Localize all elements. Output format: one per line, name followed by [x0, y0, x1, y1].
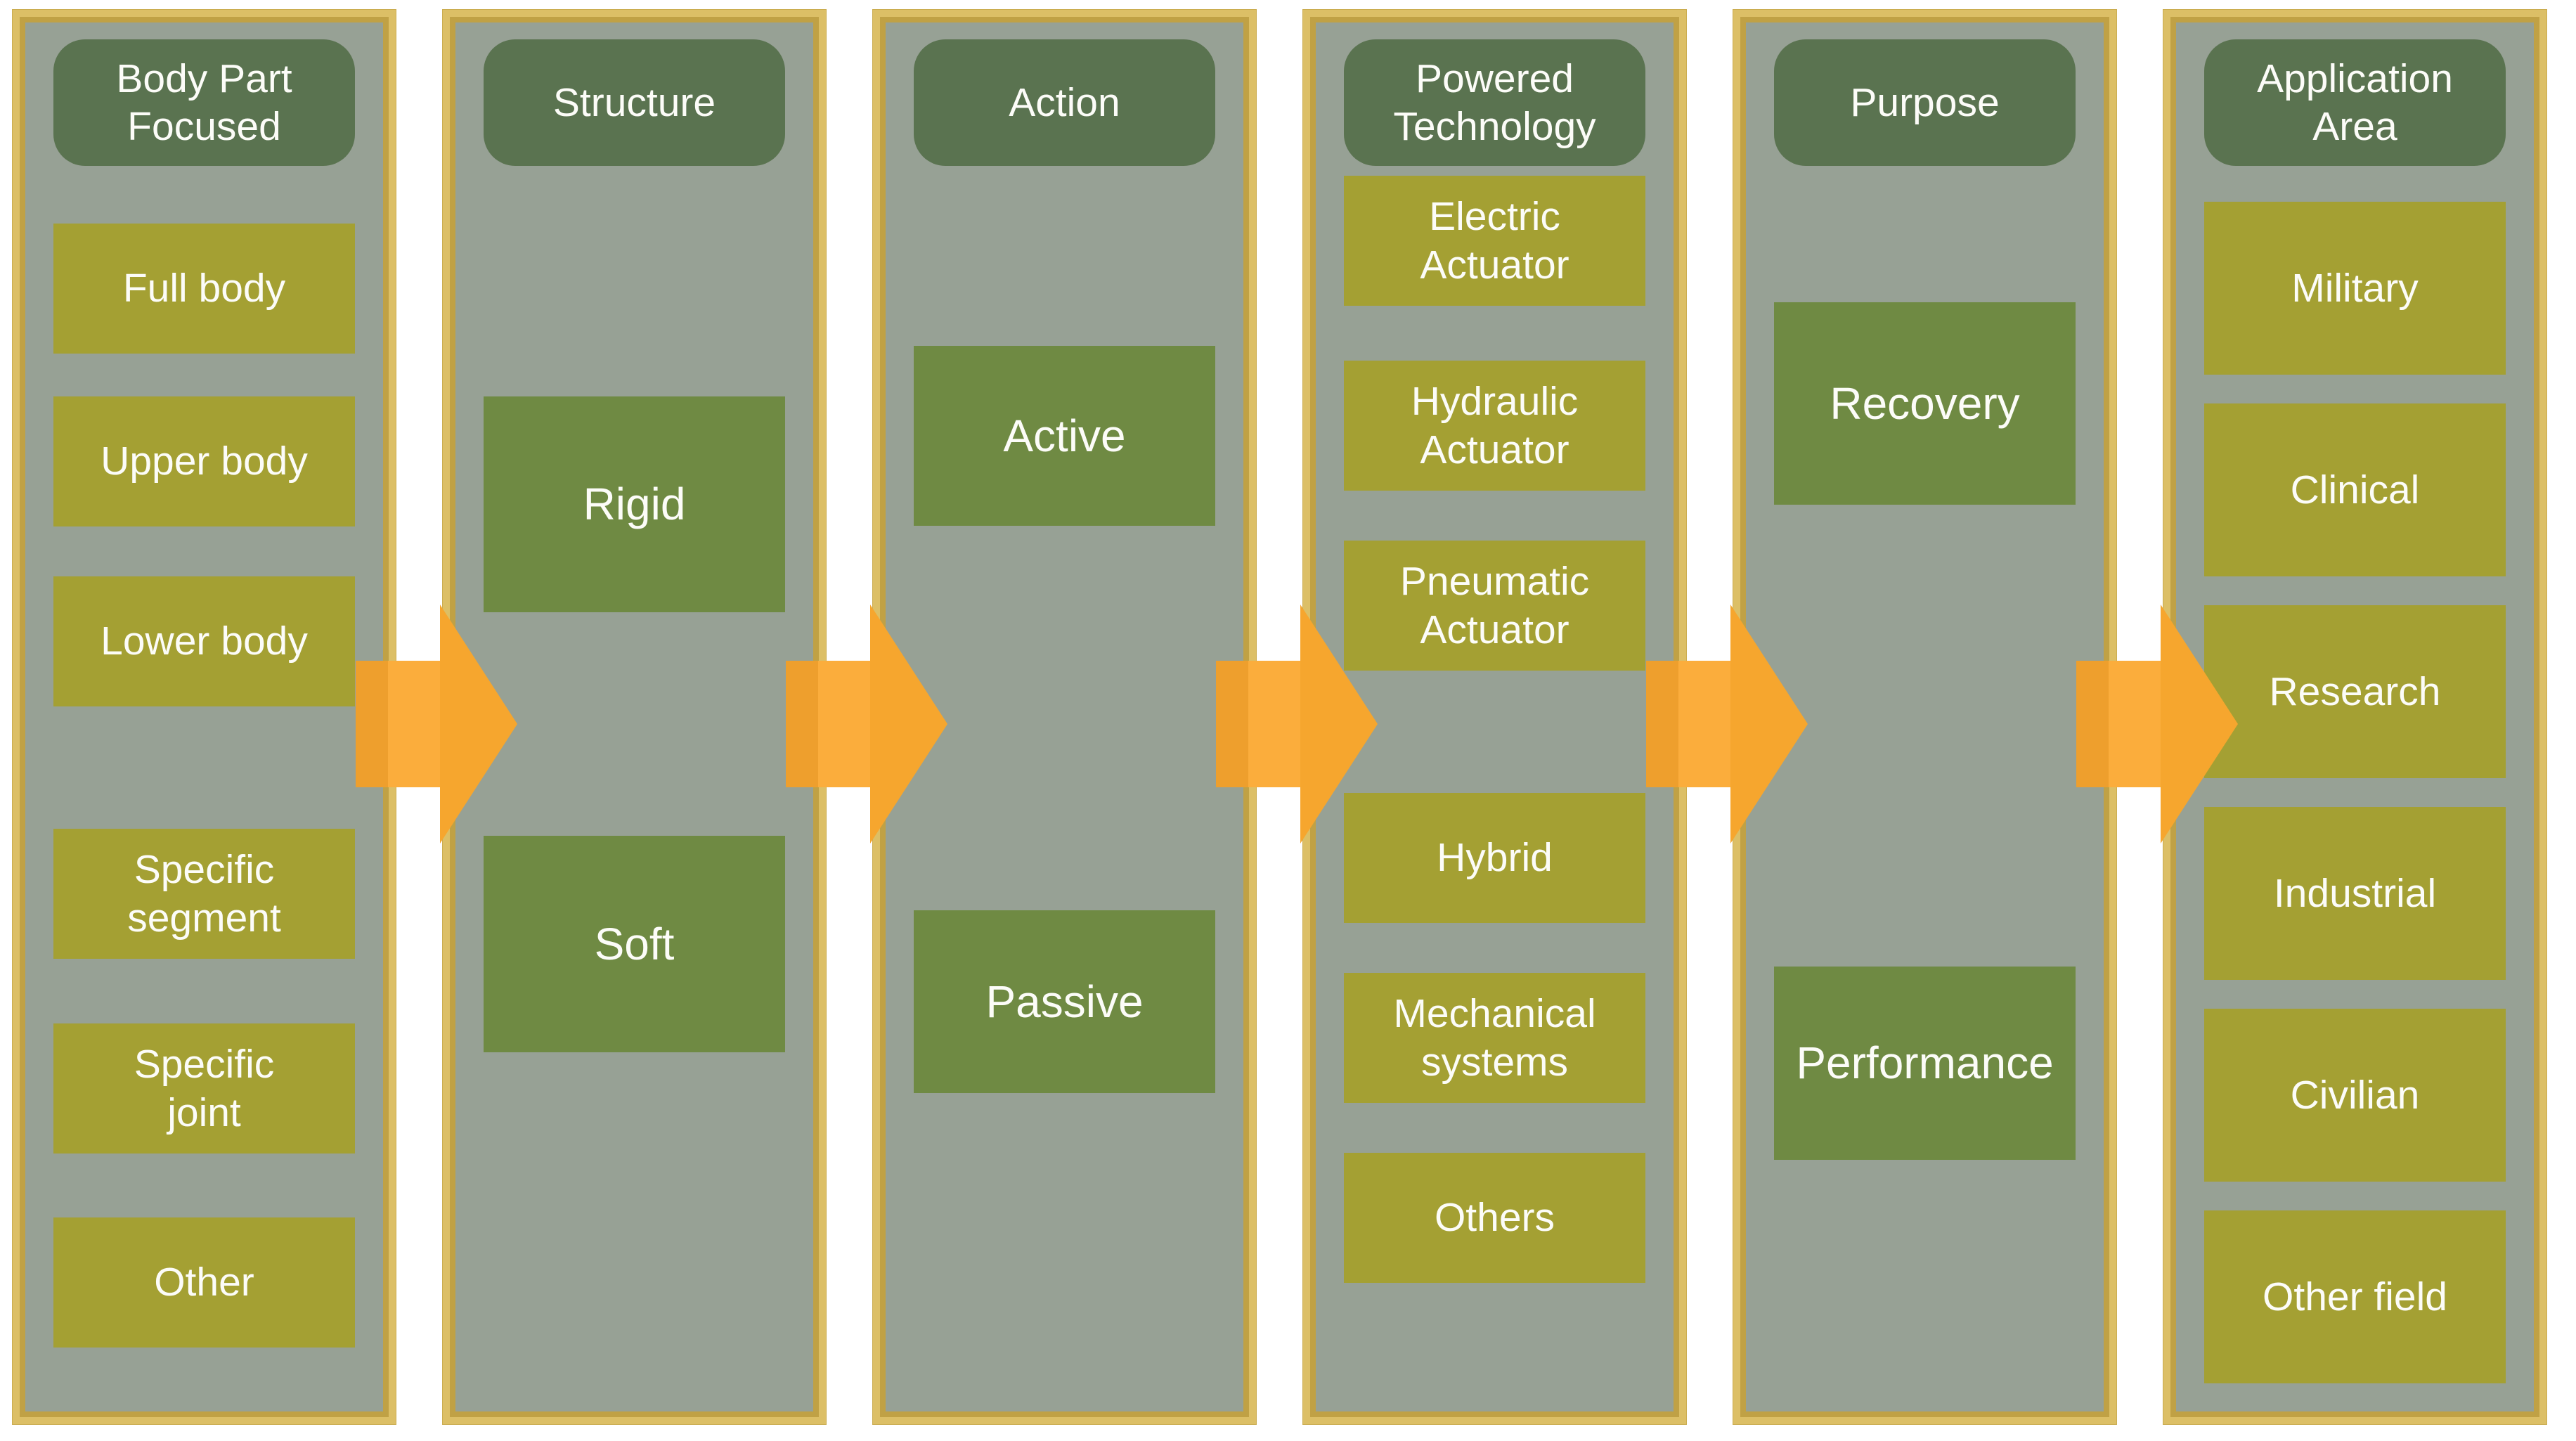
- arrow-tail: [1248, 661, 1300, 787]
- arrow-tail: [388, 661, 440, 787]
- arrow-head: [2161, 605, 2238, 844]
- arrow-tail: [1678, 661, 1730, 787]
- column-header-purpose: Purpose: [1774, 39, 2076, 166]
- item-military: Military: [2204, 202, 2506, 375]
- item-rigid: Rigid: [484, 396, 785, 612]
- arrow-head: [440, 605, 517, 844]
- arrow-tail: [2076, 661, 2109, 787]
- column-header-structure: Structure: [484, 39, 785, 166]
- right-arrow-icon: [1646, 605, 1808, 844]
- item-other-field: Other field: [2204, 1210, 2506, 1383]
- item-mechanical-systems: Mechanical systems: [1344, 973, 1645, 1103]
- column-structure: Structure Rigid Soft: [443, 10, 826, 1424]
- item-performance: Performance: [1774, 967, 2076, 1160]
- arrow-tail: [1646, 661, 1678, 787]
- arrow-tail: [818, 661, 870, 787]
- arrow-tail: [786, 661, 818, 787]
- item-specific-segment: Specific segment: [53, 829, 355, 959]
- item-other-body-part: Other: [53, 1217, 355, 1348]
- item-hybrid: Hybrid: [1344, 793, 1645, 923]
- right-arrow-icon: [1216, 605, 1378, 844]
- item-industrial: Industrial: [2204, 807, 2506, 980]
- column-header-body-part-focused: Body Part Focused: [53, 39, 355, 166]
- item-soft: Soft: [484, 836, 785, 1052]
- right-arrow-icon: [356, 605, 517, 844]
- item-lower-body: Lower body: [53, 576, 355, 706]
- right-arrow-icon: [786, 605, 947, 844]
- arrow-tail: [356, 661, 388, 787]
- arrow-head: [870, 605, 947, 844]
- item-upper-body: Upper body: [53, 396, 355, 526]
- item-research: Research: [2204, 605, 2506, 778]
- arrow-head: [1300, 605, 1378, 844]
- item-electric-actuator: Electric Actuator: [1344, 176, 1645, 306]
- item-recovery: Recovery: [1774, 302, 2076, 505]
- item-pneumatic-actuator: Pneumatic Actuator: [1344, 541, 1645, 671]
- right-arrow-icon: [2076, 605, 2238, 844]
- item-civilian: Civilian: [2204, 1009, 2506, 1182]
- arrow-tail: [1216, 661, 1248, 787]
- item-hydraulic-actuator: Hydraulic Actuator: [1344, 361, 1645, 491]
- item-active: Active: [914, 346, 1215, 526]
- item-passive: Passive: [914, 910, 1215, 1093]
- item-full-body: Full body: [53, 224, 355, 354]
- arrow-head: [1730, 605, 1808, 844]
- item-others-technology: Others: [1344, 1153, 1645, 1283]
- item-specific-joint: Specific joint: [53, 1023, 355, 1154]
- column-body-part-focused: Body Part Focused Full body Upper body L…: [13, 10, 396, 1424]
- arrow-tail: [2109, 661, 2161, 787]
- item-clinical: Clinical: [2204, 403, 2506, 576]
- column-header-application-area: Application Area: [2204, 39, 2506, 166]
- column-header-action: Action: [914, 39, 1215, 166]
- column-header-powered-technology: Powered Technology: [1344, 39, 1645, 166]
